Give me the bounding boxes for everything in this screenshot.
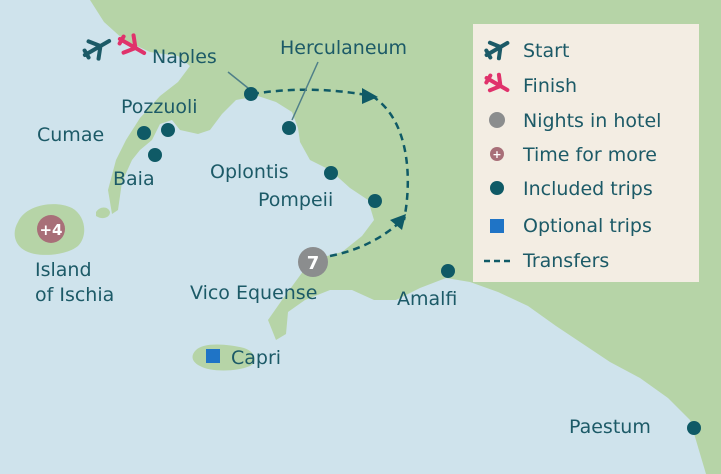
dot-naples [244,87,258,101]
dot-oplontis [324,166,338,180]
dot-pompeii [368,194,382,208]
transfer-route-3 [329,221,401,258]
dot-amalfi [441,264,455,278]
square-capri [206,349,220,363]
legend-included-icon [490,181,504,195]
label-pompeii: Pompeii [258,189,333,211]
transfer-route-1 [251,88,373,98]
badge-ischia-more [37,215,65,243]
transfer-arrow-1 [362,88,378,104]
legend-finish: Finish [523,75,577,97]
leader-herculaneum [291,61,319,121]
label-capri: Capri [231,347,281,369]
label-pozzuoli: Pozzuoli [121,96,198,118]
badge-vico-nights-text: 7 [307,253,320,274]
legend-start: Start [523,40,569,62]
legend-optional-icon [490,219,504,233]
label-vico: Vico Equense [190,282,317,304]
dot-baia [148,148,162,162]
badge-vico-nights [298,247,328,277]
label-oplontis: Oplontis [210,161,289,183]
legend-included: Included trips [523,178,653,200]
dot-pozzuoli [161,123,175,137]
plane-icon [484,72,510,93]
legend-nights-icon [489,112,505,128]
plane-icon [117,33,147,55]
dot-cumae [137,126,151,140]
badge-ischia-more-text: +4 [39,221,62,239]
label-baia: Baia [113,168,155,190]
legend-transfers: Transfers [522,250,609,272]
dot-herculaneum [282,121,296,135]
legend-optional: Optional trips [523,215,652,237]
label-amalfi: Amalfi [397,288,457,310]
dot-paestum [687,421,701,435]
plane-icon [484,40,510,61]
transfer-arrow-2 [390,214,406,230]
label-cumae: Cumae [37,124,104,146]
legend-box [473,24,699,282]
legend-more-plus: + [492,148,501,161]
label-paestum: Paestum [569,416,651,438]
label-ischia-2: of Ischia [35,284,114,306]
island-procida [96,207,110,219]
leader-naples [227,71,249,89]
label-ischia-1: Island [35,259,92,281]
transfer-route-2 [371,94,410,221]
plane-icon [82,39,112,61]
legend-more: Time for more [522,144,657,166]
label-herculaneum: Herculaneum [280,37,407,59]
legend-more-icon [490,147,504,161]
legend-nights: Nights in hotel [523,110,661,132]
label-naples: Naples [152,46,217,68]
